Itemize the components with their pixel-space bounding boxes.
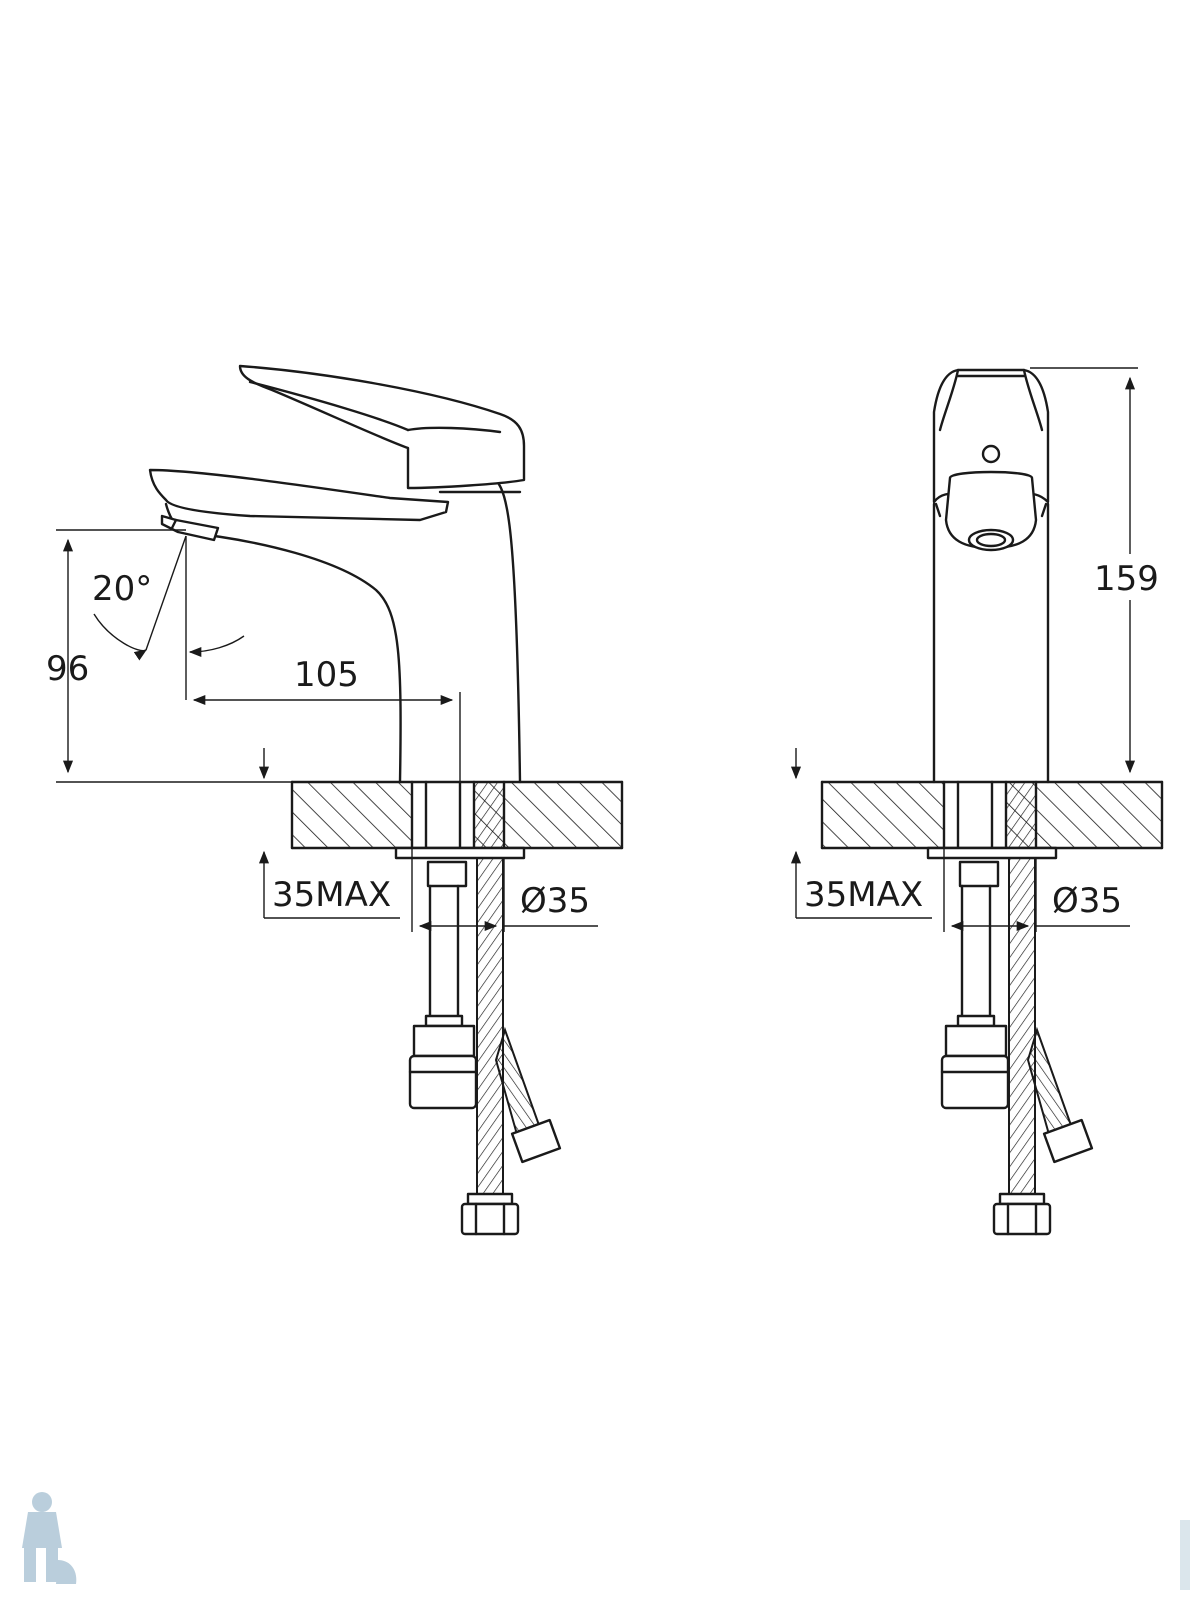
dimension-20deg-label: 20° xyxy=(92,569,152,609)
dimension-counter-thickness-right: 35MAX xyxy=(790,748,932,919)
front-view: 159 35MAX Ø35 xyxy=(790,367,1172,1236)
dimension-hole-diameter-left: Ø35 xyxy=(411,848,598,932)
plumber-mascot-icon xyxy=(22,1492,77,1584)
hoses-right xyxy=(992,857,1094,1236)
side-view: 96 20° 105 35MAX Ø35 xyxy=(46,364,624,1236)
faucet-body-side xyxy=(148,364,526,784)
dimension-hole-diameter-right: Ø35 xyxy=(943,848,1130,932)
dimension-total-height: 159 xyxy=(1030,367,1172,774)
dimension-35max-label-right: 35MAX xyxy=(804,875,923,915)
dimension-35max-label-left: 35MAX xyxy=(272,875,391,915)
dimension-105-label: 105 xyxy=(294,655,359,695)
dimension-d35-label-left: Ø35 xyxy=(520,881,590,921)
dimension-counter-thickness-left: 35MAX xyxy=(258,748,400,919)
dimension-spout-reach: 105 xyxy=(192,655,461,782)
dimension-159-label: 159 xyxy=(1094,559,1159,599)
mounting-hardware-right xyxy=(926,846,1058,1110)
dimension-96-label: 96 xyxy=(46,649,89,689)
countertop-section-right xyxy=(820,780,1164,850)
mounting-hardware-left xyxy=(394,846,526,1110)
dimension-outlet-height: 96 xyxy=(46,529,292,783)
countertop-section-left xyxy=(290,780,624,850)
vertical-watermark xyxy=(1180,1520,1190,1590)
hoses-left xyxy=(460,857,562,1236)
dimension-d35-label-right: Ø35 xyxy=(1052,881,1122,921)
dimension-spout-angle: 20° xyxy=(92,535,245,700)
faucet-body-front xyxy=(932,368,1050,784)
